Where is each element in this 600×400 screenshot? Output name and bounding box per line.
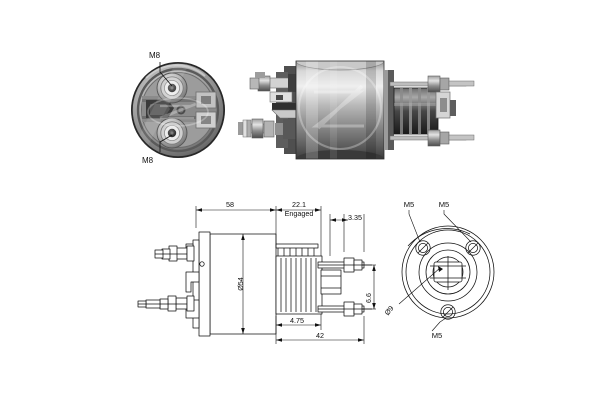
label-m5-bottom: M5	[432, 331, 443, 340]
end-view-callouts	[408, 210, 472, 332]
watermark-logo	[297, 65, 383, 151]
label-m5-left: M5	[404, 200, 415, 209]
dim-3-35: 3.35	[348, 213, 362, 222]
dim-6-6: 6.6	[364, 293, 373, 303]
dim-d54: Ø54	[236, 277, 245, 291]
photo-label-m8-bottom: M8	[142, 156, 154, 165]
photo-side-view	[238, 60, 475, 160]
dim-42: 42	[316, 331, 324, 340]
end-view-hole-bottom	[440, 304, 456, 320]
photo-callouts	[159, 62, 173, 152]
label-m5-right: M5	[439, 200, 450, 209]
photo-label-m8-top: M8	[149, 51, 161, 60]
watermark-front	[147, 97, 209, 127]
end-view-hole-upper-left	[415, 240, 431, 256]
label-dia-9: Ø9	[383, 304, 396, 317]
dim-engaged: Engaged	[285, 209, 314, 218]
plunger-ribs	[400, 88, 430, 134]
dimension-lines	[195, 206, 376, 344]
end-view-hole-upper-right	[465, 240, 481, 256]
drawing-end-view	[398, 225, 495, 320]
dim-4-75: 4.75	[290, 316, 304, 325]
dim-22-1: 22.1	[292, 200, 306, 209]
drawing-side-view	[137, 231, 372, 337]
dim-58: 58	[226, 200, 234, 209]
plunger-spring	[275, 243, 323, 315]
photo-front-end-view	[131, 62, 225, 158]
